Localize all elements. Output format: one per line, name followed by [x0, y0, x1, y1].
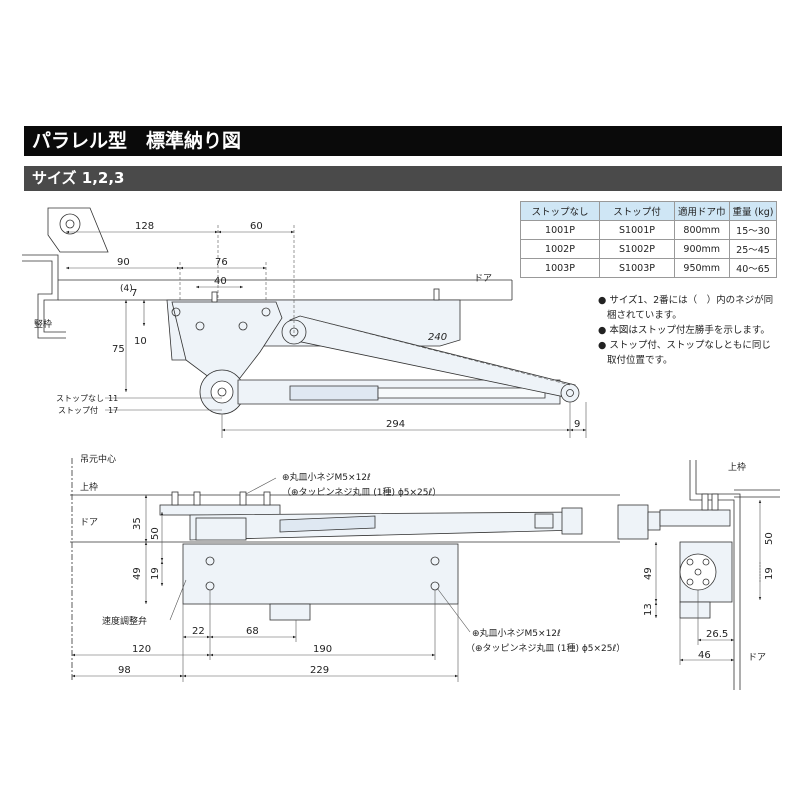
note-text: ストップ付、ストップなしともに同じ取付位置です。 — [607, 340, 771, 366]
stop-with-label: ストップ付 — [58, 405, 98, 415]
table-cell: S1001P — [599, 220, 675, 240]
dim-49: 49 — [132, 567, 143, 580]
note-item: ● サイズ1、2番には（ ）内のネジが同梱されています。 — [598, 295, 774, 321]
frame-label: 竪枠 — [34, 318, 52, 330]
table-cell: 1001P — [520, 220, 600, 240]
table-cell: 15～30 — [728, 220, 778, 240]
door-label: ドア — [474, 274, 492, 284]
table-row: 1002P S1002P 900mm 25～45 — [520, 239, 778, 259]
dim-40: 40 — [214, 276, 227, 287]
section-title: パラレル型 標準納り図 — [24, 126, 782, 156]
dim-190: 190 — [313, 644, 332, 655]
table-row: 1001P S1001P 800mm 15～30 — [520, 220, 778, 240]
screw-label-bottom-alt: （⊕タッピンネジ丸皿 (1種) ϕ5×25ℓ） — [466, 642, 625, 654]
table-cell: 1003P — [520, 258, 600, 278]
side-dim-19: 19 — [764, 567, 775, 580]
top-view-dimensions — [66, 225, 587, 438]
dim-35: 35 — [132, 517, 143, 530]
dim-9: 9 — [574, 419, 580, 430]
dim-11: 11 — [108, 394, 118, 403]
side-view — [617, 460, 780, 690]
table-cell: 25～45 — [728, 239, 778, 259]
dim-19: 19 — [150, 567, 161, 580]
table-cell: 800mm — [674, 220, 730, 240]
col-weight: 重量 (kg) — [728, 201, 778, 221]
side-view-dimensions — [654, 500, 762, 665]
table-cell: S1002P — [599, 239, 675, 259]
size-subtitle: サイズ 1,2,3 — [24, 166, 782, 191]
col-stop-with: ストップ付 — [599, 201, 675, 221]
note-item: ● ストップ付、ストップなしともに同じ取付位置です。 — [598, 340, 771, 366]
table-cell: 1002P — [520, 239, 600, 259]
side-dim-50: 50 — [764, 532, 775, 545]
dim-10: 10 — [134, 336, 147, 347]
upper-frame-label: 上枠 — [80, 481, 98, 493]
table-cell: 900mm — [674, 239, 730, 259]
screw-label-top: ⊕丸皿小ネジM5×12ℓ — [282, 471, 371, 483]
spec-table: ストップなし ストップ付 適用ドア巾 重量 (kg) 1001P S1001P … — [520, 201, 778, 278]
note-item: ● 本図はストップ付左勝手を示します。 — [598, 325, 770, 336]
top-view — [22, 207, 580, 415]
notes-list: ● サイズ1、2番には（ ）内のネジが同梱されています。 ● 本図はストップ付左… — [598, 293, 778, 368]
note-text: サイズ1、2番には（ ）内のネジが同梱されています。 — [607, 295, 774, 321]
dim-76: 76 — [215, 257, 228, 268]
screw-label-bottom: ⊕丸皿小ネジM5×12ℓ — [472, 627, 561, 639]
spec-table-header: ストップなし ストップ付 適用ドア巾 重量 (kg) — [520, 201, 778, 221]
pivot-center-label: 吊元中心 — [80, 453, 116, 465]
dim-7: 7 — [131, 288, 137, 299]
side-dim-26-5: 26.5 — [706, 629, 728, 640]
front-view-text: 吊元中心 上枠 ドア ⊕丸皿小ネジM5×12ℓ （⊕タッピンネジ丸皿 (1種) … — [80, 453, 625, 676]
table-row: 1003P S1003P 950mm 40～65 — [520, 258, 778, 278]
dim-22: 22 — [192, 626, 205, 637]
dim-229: 229 — [310, 665, 329, 676]
side-dim-13: 13 — [643, 603, 654, 616]
dim-50: 50 — [150, 527, 161, 540]
screw-label-top-alt: （⊕タッピンネジ丸皿 (1種) ϕ5×25ℓ） — [282, 486, 441, 498]
dim-68: 68 — [246, 626, 259, 637]
col-stop-none: ストップなし — [520, 201, 600, 221]
side-door-label: ドア — [748, 653, 766, 663]
dim-4: (4) — [120, 284, 133, 294]
side-dim-49: 49 — [643, 567, 654, 580]
table-cell: S1003P — [599, 258, 675, 278]
side-dim-46: 46 — [698, 650, 711, 661]
dim-128: 128 — [135, 221, 154, 232]
top-view-dim-text: 128 60 90 76 40 (4) 7 10 75 240 294 9 ドア… — [34, 221, 580, 430]
dim-98: 98 — [118, 665, 131, 676]
side-view-text: 上枠 ドア 50 19 49 13 26.5 46 — [643, 461, 775, 663]
dim-90: 90 — [117, 257, 130, 268]
side-upper-frame-label: 上枠 — [728, 461, 746, 473]
front-door-label: ドア — [80, 518, 98, 528]
col-door-width: 適用ドア巾 — [674, 201, 730, 221]
dim-120: 120 — [132, 644, 151, 655]
table-cell: 40～65 — [728, 258, 778, 278]
dim-294: 294 — [386, 419, 405, 430]
dim-75: 75 — [112, 344, 125, 355]
dim-240: 240 — [428, 332, 447, 343]
table-cell: 950mm — [674, 258, 730, 278]
dim-17: 17 — [108, 406, 118, 415]
note-text: 本図はストップ付左勝手を示します。 — [609, 325, 770, 336]
front-view-dimensions — [72, 477, 471, 682]
front-view — [70, 458, 620, 680]
speed-valve-label: 速度調整弁 — [102, 615, 147, 627]
dim-60: 60 — [250, 221, 263, 232]
stop-none-label: ストップなし — [56, 394, 104, 403]
